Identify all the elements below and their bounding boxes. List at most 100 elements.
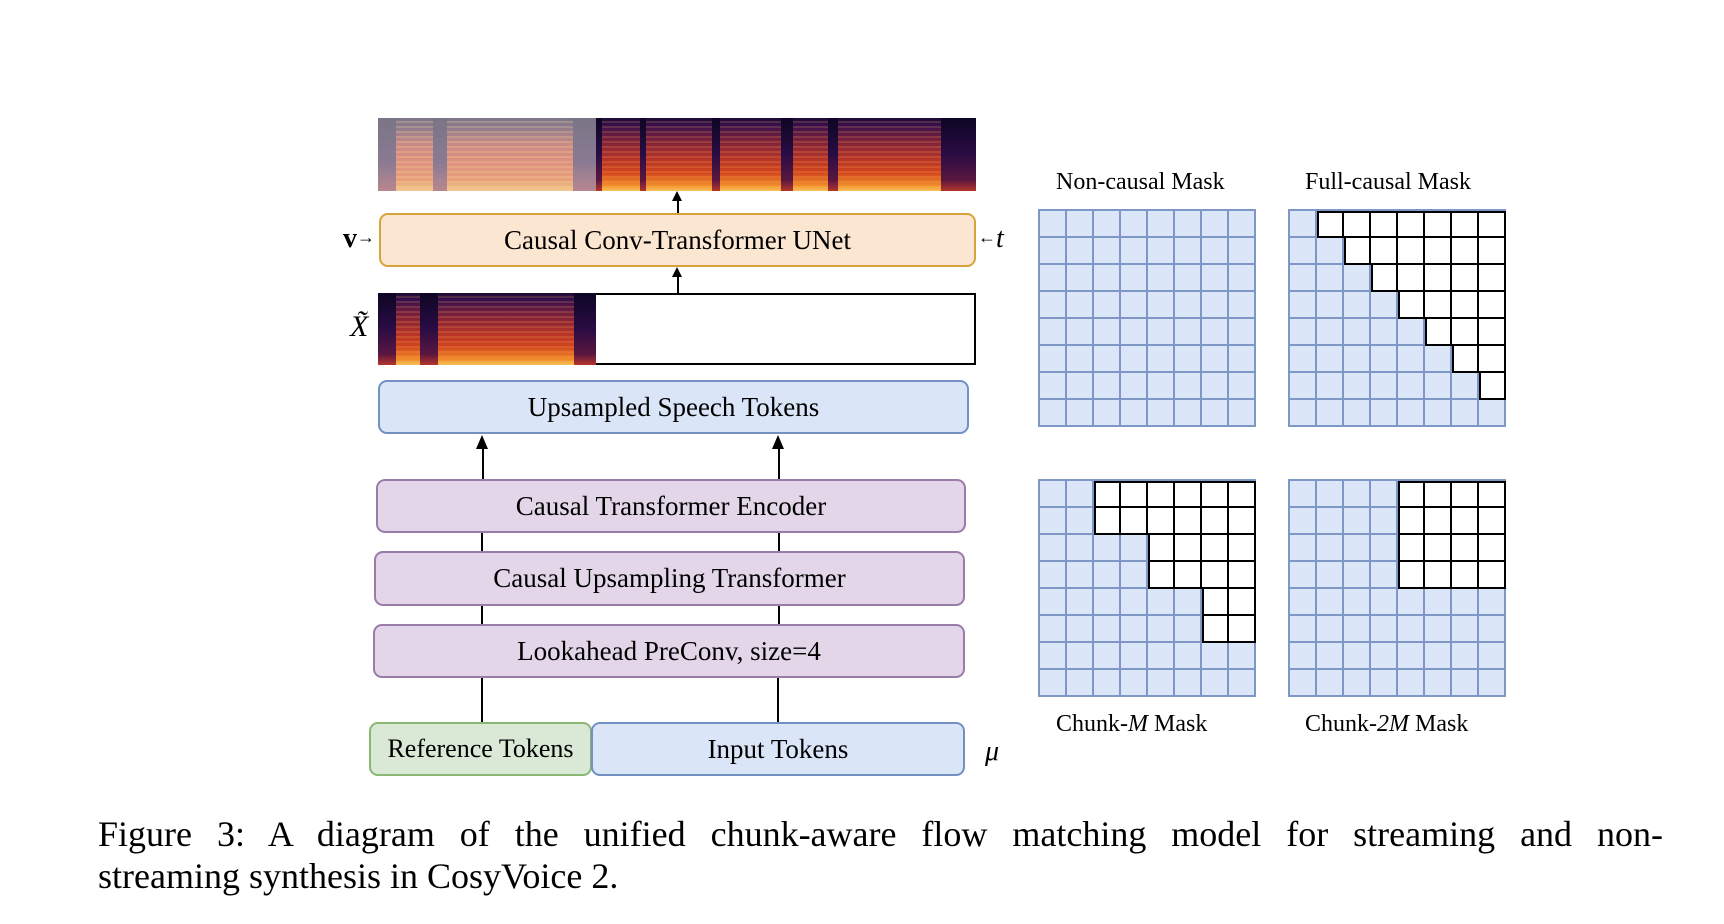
mask-cell-visible <box>1040 535 1067 562</box>
mask-cell-masked <box>1317 211 1344 238</box>
mask-cell-masked <box>1425 211 1452 238</box>
mask-cell-visible <box>1344 346 1371 373</box>
mask-cell-visible <box>1290 589 1317 616</box>
mask-cell-visible <box>1094 292 1121 319</box>
mask-cell-visible <box>1067 616 1094 643</box>
mask-cell-visible <box>1479 670 1506 697</box>
arrow-head-icon <box>772 435 784 449</box>
mask-cell-visible <box>1148 211 1175 238</box>
mask-title-chunk-2m: Chunk-2M Mask <box>1305 712 1468 736</box>
mask-cell-visible <box>1344 508 1371 535</box>
mask-cell-masked <box>1202 481 1229 508</box>
mask-cell-visible <box>1371 481 1398 508</box>
arrow-encoder-to-upsampled-left <box>482 446 484 479</box>
mask-cell-visible <box>1229 238 1256 265</box>
caption-line-2: streaming synthesis in CosyVoice 2. <box>98 856 619 896</box>
upsampling-label: Causal Upsampling Transformer <box>493 563 846 593</box>
mask-cell-masked <box>1398 562 1425 589</box>
mask-cell-masked <box>1425 562 1452 589</box>
connector <box>777 678 779 722</box>
reference-tokens-label: Reference Tokens <box>387 734 574 763</box>
mask-cell-visible <box>1067 319 1094 346</box>
mask-cell-visible <box>1067 211 1094 238</box>
mask-cell-masked <box>1398 535 1425 562</box>
lookahead-preconv-block: Lookahead PreConv, size=4 <box>373 624 965 678</box>
arrow-head-icon <box>672 267 682 277</box>
mask-cell-visible <box>1094 670 1121 697</box>
mask-cell-visible <box>1290 616 1317 643</box>
mask-cell-visible <box>1317 589 1344 616</box>
mask-cell-visible <box>1290 562 1317 589</box>
mask-cell-visible <box>1317 373 1344 400</box>
mask-cell-visible <box>1148 643 1175 670</box>
mask-cell-visible <box>1452 373 1479 400</box>
mask-cell-masked <box>1148 481 1175 508</box>
output-spectrogram-generated-region <box>596 118 976 191</box>
mask-cell-visible <box>1425 670 1452 697</box>
mask-cell-visible <box>1290 319 1317 346</box>
mask-cell-visible <box>1290 265 1317 292</box>
arrow-unet-to-output <box>677 200 679 213</box>
mask-cell-visible <box>1067 643 1094 670</box>
mask-cell-visible <box>1425 400 1452 427</box>
mask-cell-visible <box>1317 616 1344 643</box>
mask-title-text: Chunk- <box>1305 711 1377 737</box>
mask-cell-visible <box>1425 589 1452 616</box>
mask-cell-visible <box>1121 616 1148 643</box>
mask-cell-visible <box>1094 346 1121 373</box>
mask-cell-masked <box>1202 508 1229 535</box>
mask-cell-visible <box>1398 616 1425 643</box>
mask-cell-masked <box>1425 292 1452 319</box>
mask-cell-masked <box>1398 211 1425 238</box>
mask-cell-visible <box>1067 535 1094 562</box>
v-input: v→ <box>343 225 375 253</box>
mask-cell-visible <box>1229 346 1256 373</box>
mask-cell-visible <box>1317 562 1344 589</box>
mask-cell-masked <box>1371 238 1398 265</box>
mask-cell-visible <box>1175 373 1202 400</box>
mask-cell-visible <box>1371 562 1398 589</box>
mask-cell-visible <box>1148 292 1175 319</box>
mask-cell-visible <box>1398 373 1425 400</box>
mask-cell-visible <box>1121 319 1148 346</box>
mask-cell-visible <box>1371 535 1398 562</box>
causal-upsampling-transformer-block: Causal Upsampling Transformer <box>374 551 965 606</box>
mask-cell-masked <box>1398 481 1425 508</box>
output-spectrogram-prompt-region <box>378 118 596 191</box>
mask-title-text: Chunk- <box>1056 711 1128 737</box>
mask-cell-visible <box>1067 400 1094 427</box>
mask-cell-masked <box>1452 238 1479 265</box>
mask-cell-visible <box>1121 589 1148 616</box>
mask-cell-masked <box>1425 481 1452 508</box>
connector <box>481 678 483 722</box>
mask-cell-visible <box>1479 400 1506 427</box>
mask-cell-visible <box>1398 670 1425 697</box>
mask-cell-visible <box>1175 670 1202 697</box>
mask-cell-visible <box>1121 670 1148 697</box>
mask-cell-visible <box>1148 670 1175 697</box>
mask-cell-visible <box>1344 535 1371 562</box>
mask-cell-masked <box>1094 508 1121 535</box>
mask-cell-visible <box>1344 265 1371 292</box>
mask-cell-visible <box>1398 643 1425 670</box>
mask-cell-visible <box>1121 535 1148 562</box>
mask-cell-masked <box>1452 346 1479 373</box>
mask-cell-visible <box>1229 643 1256 670</box>
mask-cell-masked <box>1371 265 1398 292</box>
mask-cell-visible <box>1121 643 1148 670</box>
v-symbol: v <box>343 223 357 254</box>
mask-cell-masked <box>1479 211 1506 238</box>
mask-cell-masked <box>1202 616 1229 643</box>
mask-cell-masked <box>1229 481 1256 508</box>
mask-cell-visible <box>1040 265 1067 292</box>
mask-cell-visible <box>1121 238 1148 265</box>
mask-cell-visible <box>1067 346 1094 373</box>
input-tokens-block: Input Tokens <box>591 722 965 776</box>
mask-cell-visible <box>1344 400 1371 427</box>
mask-cell-visible <box>1094 265 1121 292</box>
mask-cell-visible <box>1290 481 1317 508</box>
mask-cell-visible <box>1148 373 1175 400</box>
mask-cell-masked <box>1148 508 1175 535</box>
mask-cell-visible <box>1425 346 1452 373</box>
mask-cell-visible <box>1175 616 1202 643</box>
